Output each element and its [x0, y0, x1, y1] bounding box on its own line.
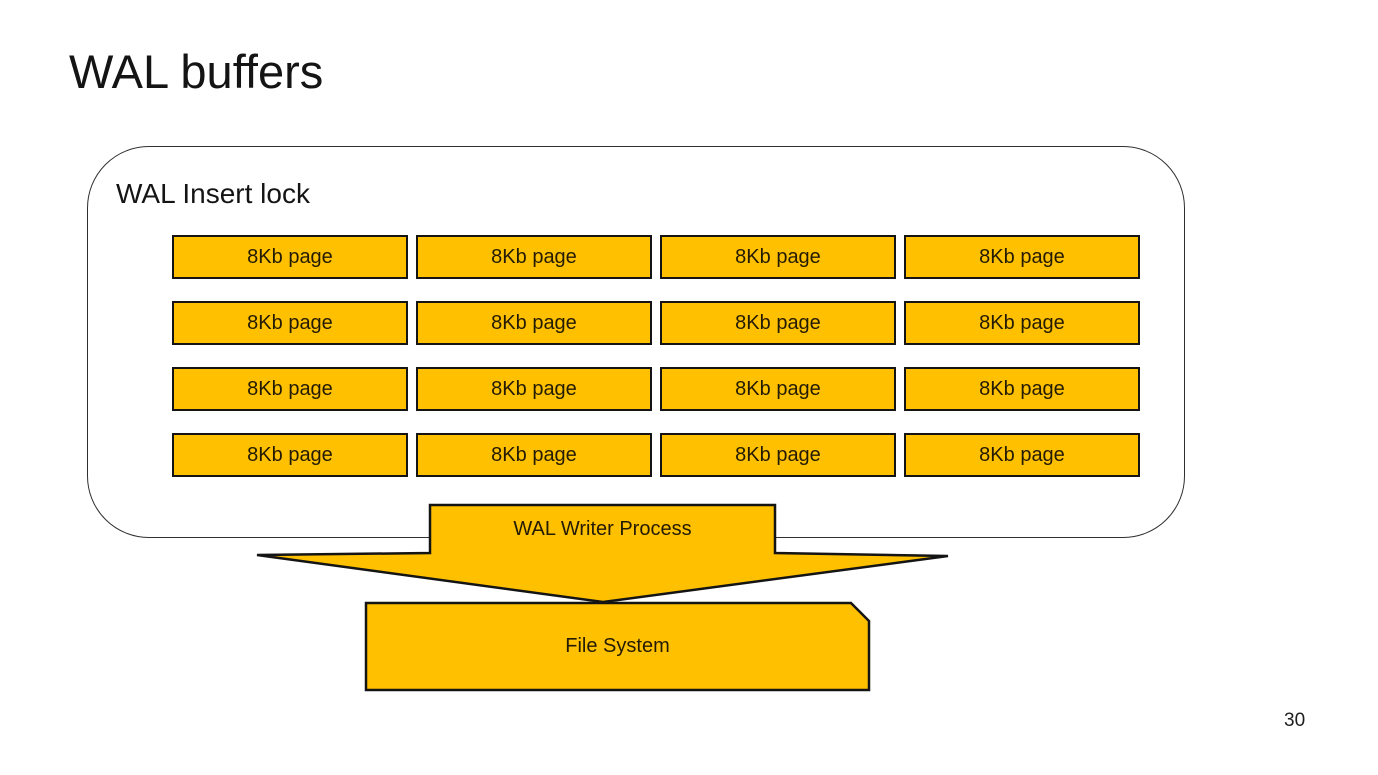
wal-page-box: 8Kb page: [660, 367, 896, 411]
wal-page-box: 8Kb page: [172, 301, 408, 345]
wal-page-box: 8Kb page: [660, 301, 896, 345]
wal-page-box: 8Kb page: [904, 367, 1140, 411]
wal-page-box: 8Kb page: [660, 433, 896, 477]
file-system-shape: [364, 601, 871, 692]
wal-page-box: 8Kb page: [172, 367, 408, 411]
wal-writer-process-label: WAL Writer Process: [513, 517, 692, 540]
wal-page-box: 8Kb page: [416, 367, 652, 411]
slide-page-number: 30: [1284, 710, 1306, 731]
wal-page-box: 8Kb page: [172, 235, 408, 279]
wal-buffer-page-grid: 8Kb page 8Kb page 8Kb page 8Kb page 8Kb …: [172, 235, 1140, 477]
wal-page-box: 8Kb page: [660, 235, 896, 279]
wal-page-box: 8Kb page: [904, 235, 1140, 279]
file-system-label: File System: [565, 635, 670, 657]
wal-page-box: 8Kb page: [172, 433, 408, 477]
wal-writer-arrow: [256, 503, 949, 604]
slide-title: WAL buffers: [69, 45, 324, 98]
wal-page-box: 8Kb page: [904, 301, 1140, 345]
wal-page-box: 8Kb page: [416, 235, 652, 279]
wal-page-box: 8Kb page: [416, 433, 652, 477]
wal-page-box: 8Kb page: [904, 433, 1140, 477]
wal-insert-lock-label: WAL Insert lock: [116, 178, 310, 209]
wal-page-box: 8Kb page: [416, 301, 652, 345]
